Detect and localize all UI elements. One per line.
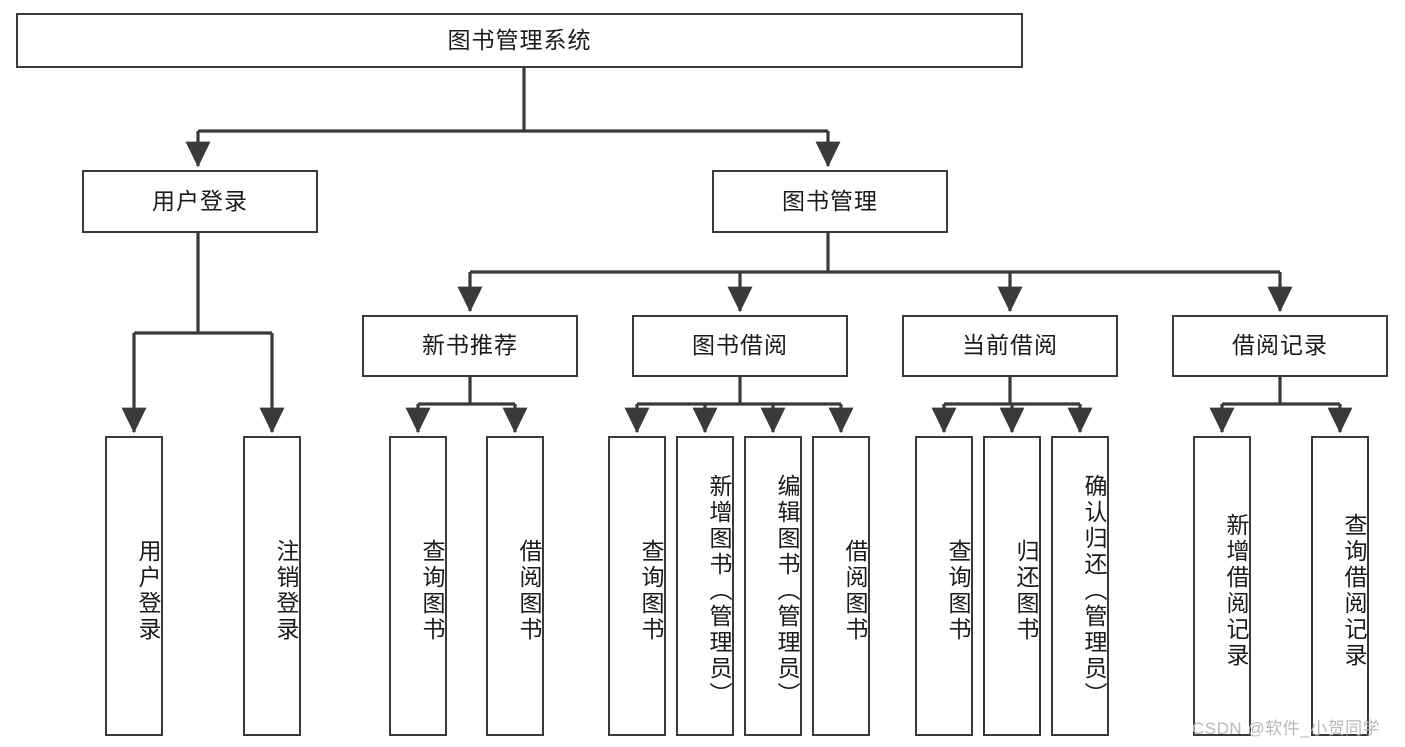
leaf-add-borrow-record[interactable]: 新增借阅记录 (1193, 436, 1251, 736)
csdn-watermark: CSDN @软件_小贺同学 (1192, 719, 1381, 738)
node-current-borrow[interactable]: 当前借阅 (902, 315, 1118, 377)
node-new-book-recommend[interactable]: 新书推荐 (362, 315, 578, 377)
node-book-manage[interactable]: 图书管理 (712, 170, 948, 233)
leaf-edit-book-admin[interactable]: 编辑图书（管理员） (744, 436, 802, 736)
leaf-add-book-admin[interactable]: 新增图书（管理员） (676, 436, 734, 736)
leaf-query-book[interactable]: 查询图书 (608, 436, 666, 736)
leaf-borrow-book[interactable]: 借阅图书 (812, 436, 870, 736)
leaf-query-borrow-record[interactable]: 查询借阅记录 (1311, 436, 1369, 736)
leaf-logout[interactable]: 注销登录 (243, 436, 301, 736)
leaf-borrow-book-recommend[interactable]: 借阅图书 (486, 436, 544, 736)
leaf-query-book-recommend[interactable]: 查询图书 (389, 436, 447, 736)
node-borrow-record[interactable]: 借阅记录 (1172, 315, 1388, 377)
leaf-user-login[interactable]: 用户登录 (105, 436, 163, 736)
node-user-login[interactable]: 用户登录 (82, 170, 318, 233)
leaf-return-book[interactable]: 归还图书 (983, 436, 1041, 736)
node-book-borrow[interactable]: 图书借阅 (632, 315, 848, 377)
leaf-confirm-return-admin[interactable]: 确认归还（管理员） (1051, 436, 1109, 736)
node-root[interactable]: 图书管理系统 (16, 13, 1023, 68)
leaf-query-book-current[interactable]: 查询图书 (915, 436, 973, 736)
